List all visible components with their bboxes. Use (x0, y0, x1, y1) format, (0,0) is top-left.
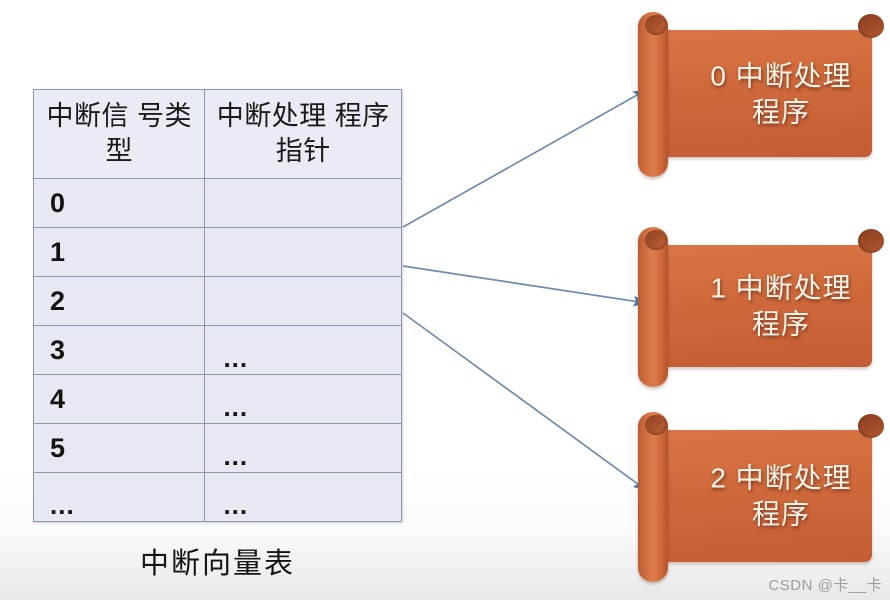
scroll-body (660, 245, 872, 367)
handler-pointer-value: ... (223, 490, 249, 521)
header-cell-signal-type: 中断信 号类型 (32, 89, 206, 179)
cell-handler-pointer (204, 276, 402, 326)
signal-type-value: ... (50, 490, 75, 521)
cell-signal-type: 4 (32, 374, 206, 424)
cell-handler-pointer: ... (204, 325, 402, 375)
cell-handler-pointer (204, 178, 402, 228)
cell-signal-type: 0 (32, 178, 206, 228)
cell-handler-pointer: ... (204, 472, 402, 522)
scroll-body (660, 430, 872, 562)
arrow-row1-to-handler1 (402, 265, 647, 307)
handler-pointer-value: ... (223, 392, 249, 423)
scroll-roll-right-curl (858, 414, 884, 438)
header-label-handler-pointer: 中断处理 程序指针 (216, 101, 390, 166)
handler-label: 2 中断处理 程序 (710, 462, 852, 530)
signal-type-value: 5 (50, 432, 66, 463)
scroll-roll-left (638, 12, 668, 177)
signal-type-value: 1 (50, 236, 66, 267)
interrupt-vector-table: 中断信 号类型 中断处理 程序指针 0 1 2 3 ... (32, 89, 402, 522)
cell-signal-type: 5 (32, 423, 206, 473)
table-row: 1 (32, 227, 402, 277)
cell-signal-type: 1 (32, 227, 206, 277)
cell-signal-type: 2 (32, 276, 206, 326)
handler-scroll-1[interactable]: 1 中断处理 程序 (632, 227, 890, 387)
table-row: 2 (32, 276, 402, 326)
signal-type-value: 3 (50, 334, 66, 365)
signal-type-value: 2 (50, 285, 66, 316)
signal-type-value: 4 (50, 383, 66, 414)
cell-handler-pointer: ... (204, 423, 402, 473)
handler-scroll-2[interactable]: 2 中断处理 程序 (632, 412, 890, 582)
scroll-roll-left (638, 412, 668, 582)
cell-signal-type: 3 (32, 325, 206, 375)
table-header-row: 中断信 号类型 中断处理 程序指针 (32, 89, 402, 179)
scroll-roll-left (638, 227, 668, 387)
arrow-row0-to-handler0 (402, 89, 647, 228)
table-row: 5 ... (32, 423, 402, 473)
table-caption: 中断向量表 (139, 548, 295, 580)
scroll-roll-right-curl (858, 14, 884, 38)
handler-scroll-0[interactable]: 0 中断处理 程序 (632, 12, 890, 177)
scroll-roll-right-curl (858, 229, 884, 253)
scroll-body (660, 30, 872, 157)
cell-signal-type: ... (32, 472, 206, 522)
cell-handler-pointer (204, 227, 402, 277)
handler-pointer-value: ... (223, 343, 249, 374)
handler-label: 1 中断处理 程序 (710, 272, 852, 340)
handler-pointer-value: ... (223, 441, 249, 472)
handler-label: 0 中断处理 程序 (710, 60, 852, 128)
arrow-row2-to-handler2 (402, 312, 647, 491)
table-row: 4 ... (32, 374, 402, 424)
watermark: CSDN @卡__卡 (768, 577, 882, 594)
signal-type-value: 0 (50, 187, 66, 218)
header-cell-handler-pointer: 中断处理 程序指针 (204, 89, 402, 179)
header-label-signal-type: 中断信 号类型 (46, 101, 192, 166)
table-row: ... ... (32, 472, 402, 522)
table-row: 0 (32, 178, 402, 228)
cell-handler-pointer: ... (204, 374, 402, 424)
table-row: 3 ... (32, 325, 402, 375)
